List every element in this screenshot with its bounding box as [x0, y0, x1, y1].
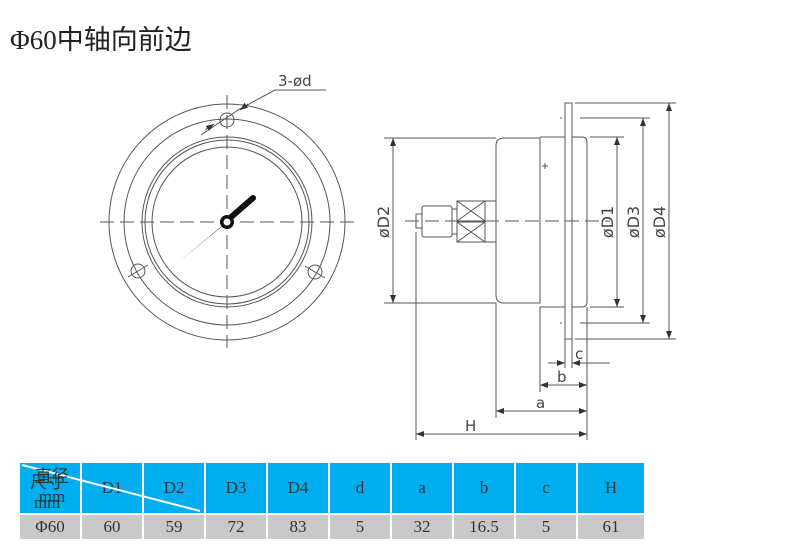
dim-label-d3: øD3 [624, 206, 643, 238]
row-label: Φ60 [20, 515, 80, 539]
table-row: Φ60 60 59 72 83 5 32 16.5 5 61 [20, 515, 644, 539]
column-header: H [578, 463, 644, 513]
column-header: D3 [206, 463, 266, 513]
gauge-pointer-icon [176, 195, 256, 264]
table-cell: 60 [82, 515, 142, 539]
technical-drawing: 3-ød øD2 øD1 øD3 øD4 [100, 72, 676, 440]
mounting-hole [127, 263, 149, 279]
table-cell: 61 [578, 515, 644, 539]
corner-header: 尺寸mm 直径mm [20, 463, 201, 513]
column-header: c [516, 463, 576, 513]
corner-top-label: 尺寸mm [30, 473, 64, 512]
table-header-row: 尺寸mm 直径mm D1 D2 D3 D4 d a b c H [20, 463, 644, 513]
dim-label-d1: øD1 [598, 206, 617, 238]
dim-label-d2: øD2 [374, 206, 393, 238]
column-header: D4 [268, 463, 328, 513]
dimension-table: 尺寸mm 直径mm D1 D2 D3 D4 d a b c H Φ60 60 5… [18, 461, 646, 541]
dim-label-a: a [536, 394, 545, 412]
dim-label-c: c [575, 345, 583, 363]
dim-label-h: H [465, 417, 476, 435]
column-header: a [392, 463, 452, 513]
table-cell: 16.5 [454, 515, 514, 539]
table-cell: 5 [516, 515, 576, 539]
mounting-hole [304, 264, 326, 280]
page-title: Φ60中轴向前边 [10, 25, 192, 55]
table-cell: 83 [268, 515, 328, 539]
hole-label: 3-ød [278, 72, 312, 90]
dim-label-b: b [557, 368, 567, 386]
column-header: b [454, 463, 514, 513]
dim-label-d4: øD4 [650, 206, 669, 238]
table-cell: 32 [392, 515, 452, 539]
column-header: d [330, 463, 390, 513]
column-header: D2 [144, 463, 204, 513]
table-cell: 72 [206, 515, 266, 539]
table-cell: 5 [330, 515, 390, 539]
side-view [384, 102, 676, 440]
front-view [100, 89, 355, 348]
table-cell: 59 [144, 515, 204, 539]
corner-bottom-label: 直径mm [35, 467, 69, 506]
